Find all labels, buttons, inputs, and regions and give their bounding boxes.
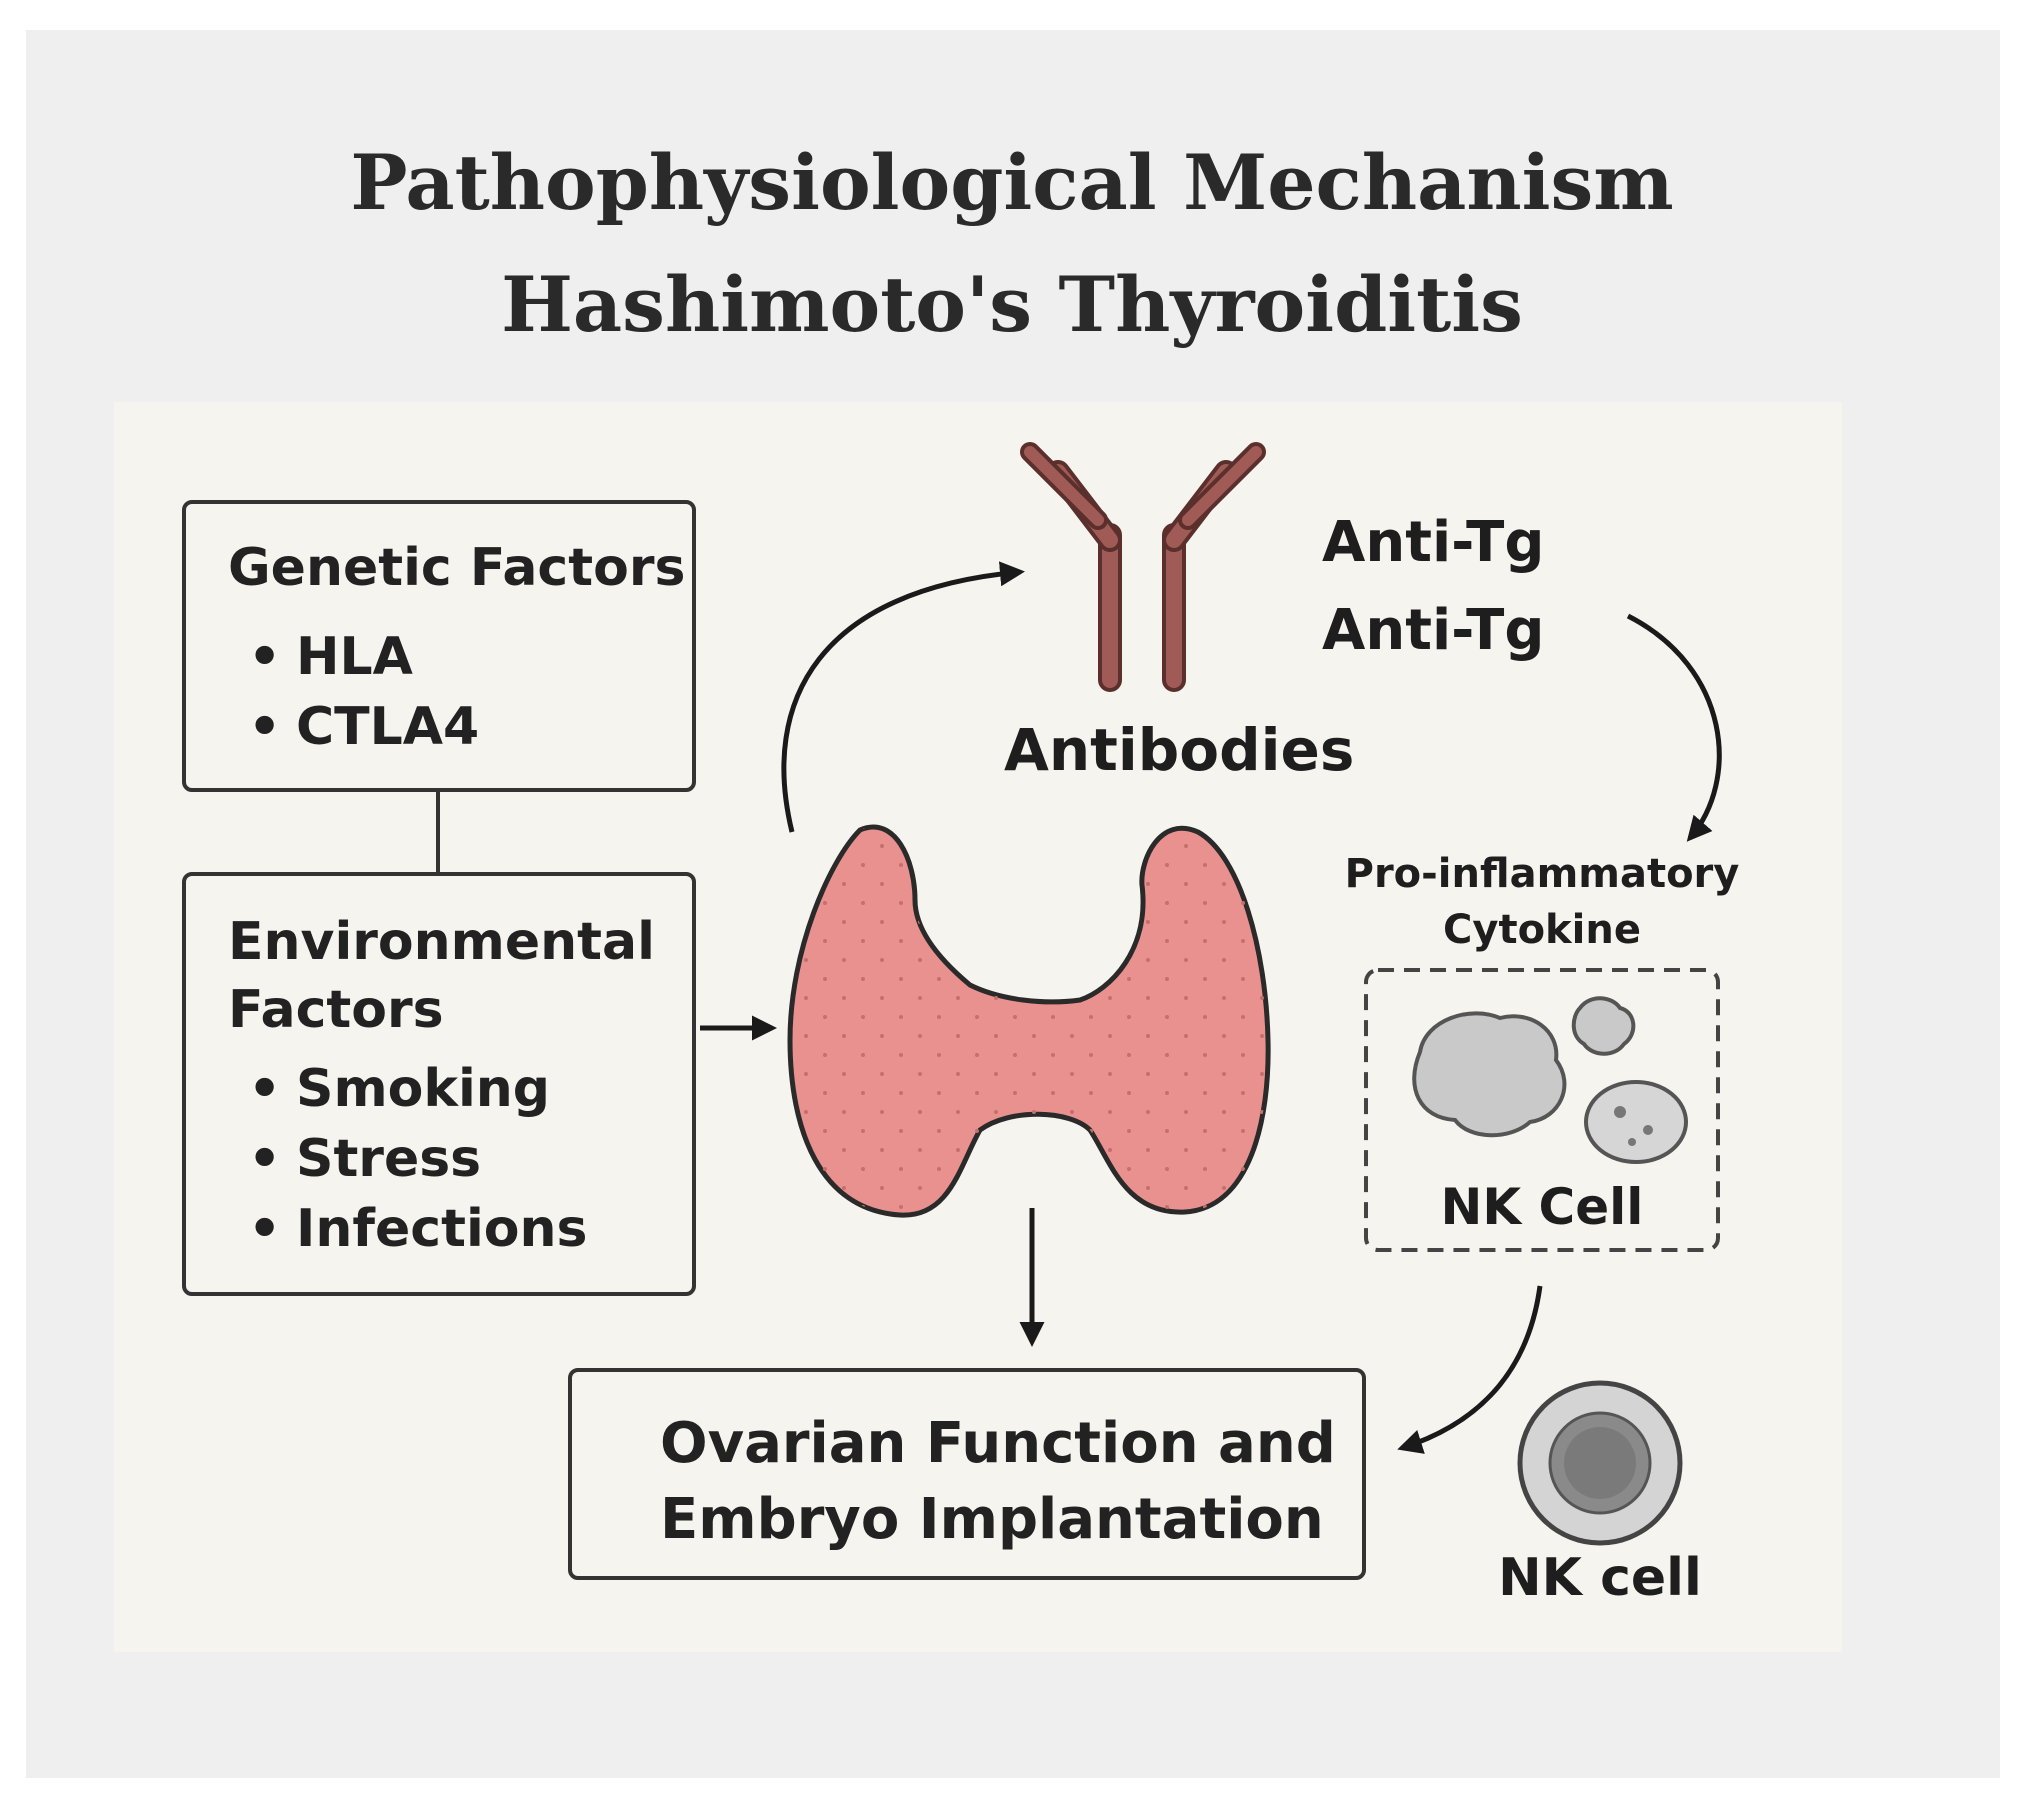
outcome-box: Ovarian Function and Embryo Implantation: [568, 1368, 1366, 1580]
genetic-factors-box: Genetic Factors HLA CTLA4: [182, 500, 696, 792]
nk-box-label: NK Cell: [1440, 1178, 1644, 1236]
environmental-factor-item: Infections: [228, 1194, 692, 1264]
outcome-line-2: Embryo Implantation: [660, 1487, 1324, 1552]
antibodies-label: Antibodies: [1004, 716, 1355, 784]
cytokine-label: Pro-inflammatory Cytokine: [1322, 846, 1762, 958]
genetic-factors-heading: Genetic Factors: [228, 538, 686, 598]
nk-cell-box: [1364, 968, 1720, 1252]
figure-title: Pathophysiological Mechanism Hashimoto's…: [0, 122, 2024, 366]
antibody-type-label: Anti-Tg: [1322, 510, 1545, 575]
cytokine-label-line-2: Cytokine: [1443, 907, 1641, 953]
title-line-1: Pathophysiological Mechanism: [350, 138, 1674, 227]
environmental-factors-heading-line-2: Factors: [228, 980, 444, 1040]
environmental-factor-item: Stress: [228, 1124, 692, 1194]
nk-to-outcome-arrow: [1397, 1285, 1543, 1454]
environmental-factors-heading-line-1: Environmental: [228, 912, 655, 972]
thyroid-to-antibody-arrow: [781, 561, 1025, 833]
nk-cell-label: NK cell: [1498, 1548, 1702, 1608]
environmental-factors-box: Environmental Factors Smoking Stress Inf…: [182, 872, 696, 1296]
cytokine-label-line-1: Pro-inflammatory: [1344, 851, 1740, 897]
title-line-2: Hashimoto's Thyroiditis: [501, 260, 1523, 349]
outcome-line-1: Ovarian Function and: [660, 1411, 1336, 1476]
genetic-factor-item: HLA: [228, 622, 692, 692]
antibody-to-cytokine-arrow: [1626, 613, 1722, 842]
antibody-icon: [1020, 442, 1266, 692]
nk-cell-icon: [1517, 1380, 1683, 1546]
genetic-factor-item: CTLA4: [228, 692, 692, 762]
environmental-factor-item: Smoking: [228, 1054, 692, 1124]
nk-cell-icon: [1412, 996, 1688, 1164]
thyroid-icon: [787, 824, 1271, 1218]
antibody-type-label: Anti-Tg: [1322, 598, 1545, 663]
